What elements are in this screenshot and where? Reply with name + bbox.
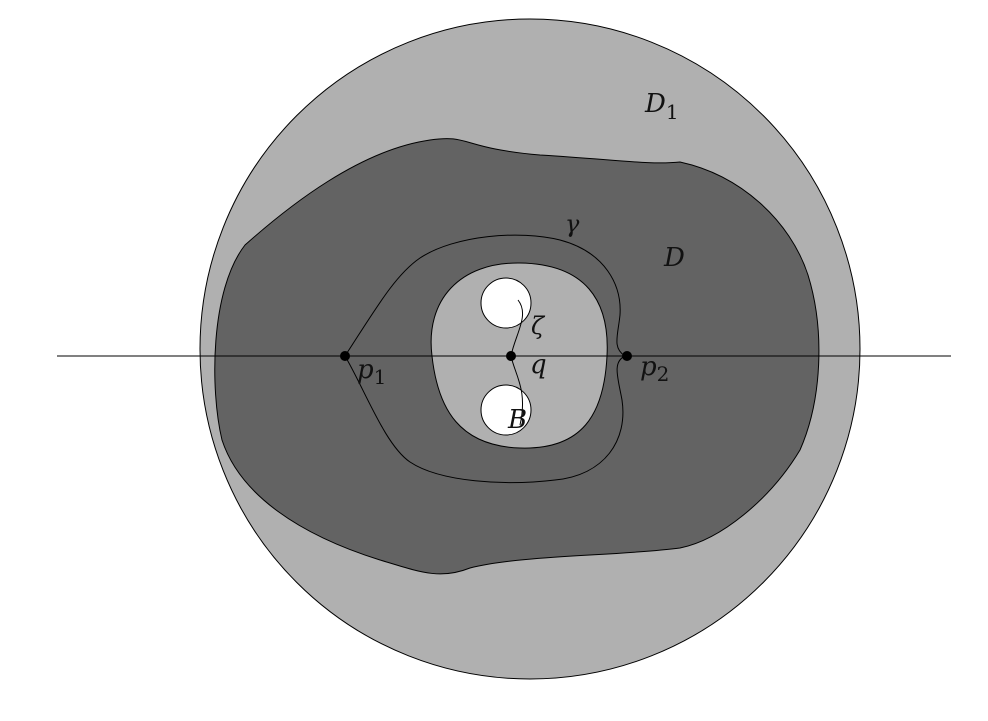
label-b: B [507,405,527,435]
label-zeta: ζ [531,312,546,340]
label-d: D [663,243,685,273]
label-p1: p1 [357,355,386,389]
point-p2 [622,351,632,361]
label-d1: D1 [644,89,679,124]
label-q: q [530,350,547,380]
label-gamma: γ [565,210,580,238]
label-p2: p2 [640,352,669,386]
point-q [506,351,516,361]
point-p1 [340,351,350,361]
hole-top [480,277,532,329]
hole-bottom [480,384,532,436]
